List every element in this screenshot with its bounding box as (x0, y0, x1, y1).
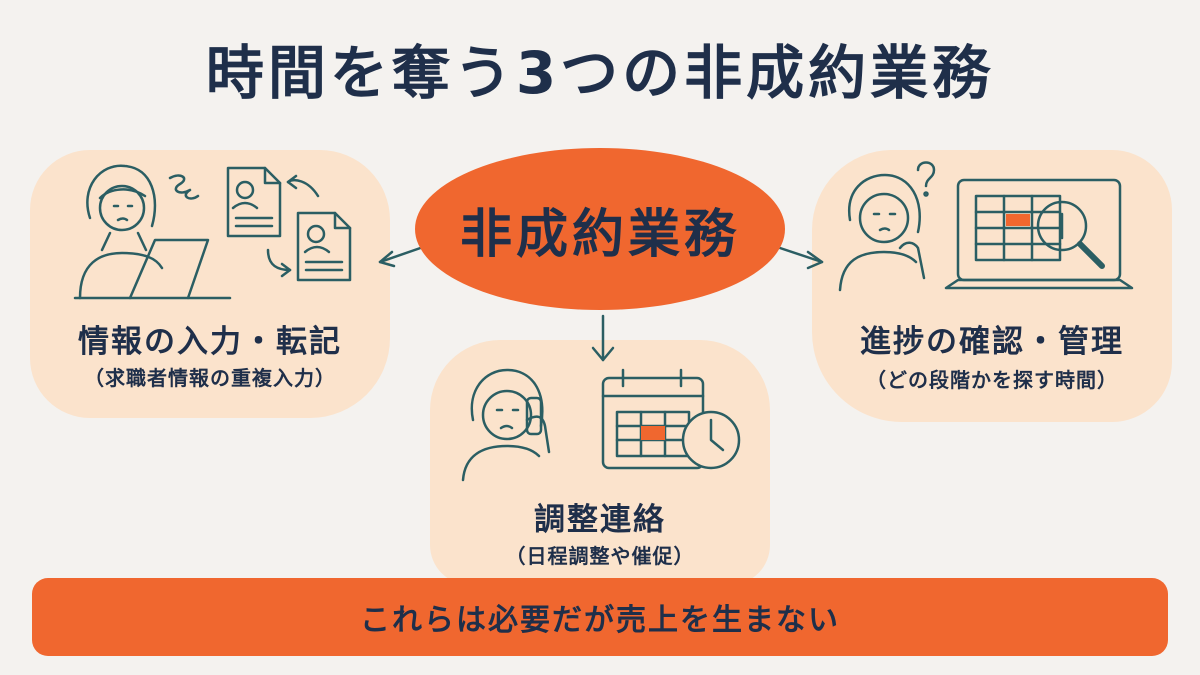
question-mark-icon (916, 161, 936, 197)
coordination-subtitle: （日程調整や催促） (505, 544, 695, 568)
data-entry-subtitle: （求職者情報の重複入力） (84, 366, 336, 390)
transfer-arrow-icon (266, 174, 320, 278)
progress-illustration (838, 161, 1134, 292)
data-entry-title: 情報の入力・転記 (78, 324, 342, 360)
phone-icon (525, 396, 543, 436)
arrow-down-icon (591, 314, 615, 362)
progress-subtitle: （どの段階かを探す時間） (866, 368, 1118, 392)
document-icon (226, 166, 282, 238)
person-icon (73, 164, 232, 300)
spreadsheet-icon (974, 194, 1062, 262)
progress-title: 進捗の確認・管理 (860, 324, 1124, 360)
data-entry-illustration (73, 164, 352, 300)
clock-icon (681, 410, 741, 470)
page-title: 時間を奪う3つの非成約業務 (205, 39, 995, 107)
data-entry-panel (30, 150, 390, 418)
center-topic: 非成約業務 (415, 148, 785, 310)
laptop-icon (128, 238, 210, 300)
person-icon (461, 368, 551, 482)
footer-banner: これらは必要だが売上を生まない (32, 578, 1168, 656)
document-icon (296, 211, 352, 282)
highlight-cell (641, 426, 665, 440)
stress-scribble-icon (168, 174, 200, 200)
magnifier-icon (1036, 200, 1105, 269)
monitor-icon (944, 178, 1134, 290)
highlight-cell (1006, 214, 1030, 226)
coordination-illustration (461, 368, 741, 482)
person-icon (838, 173, 926, 292)
coordination-title: 調整連絡 (534, 502, 666, 538)
